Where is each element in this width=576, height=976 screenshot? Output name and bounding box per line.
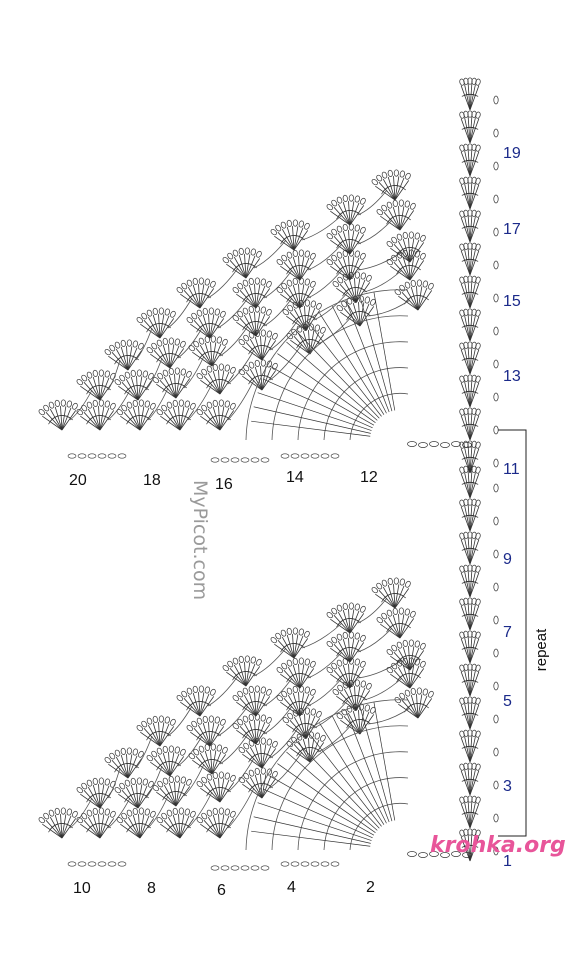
row-number-16: 16 (215, 476, 233, 493)
mypicot-watermark: MyPicot.com (189, 480, 211, 600)
krohka-watermark: krohka.org (430, 833, 566, 858)
row-number-17: 17 (503, 221, 521, 238)
row-number-3: 3 (503, 778, 512, 795)
row-number-8: 8 (147, 880, 156, 897)
row-number-15: 15 (503, 293, 521, 310)
stitch-pattern (38, 77, 499, 871)
repeat-bracket (498, 429, 527, 837)
row-number-14: 14 (286, 469, 304, 486)
row-number-19: 19 (503, 145, 521, 162)
row-number-9: 9 (503, 551, 512, 568)
row-number-13: 13 (503, 368, 521, 385)
row-number-20: 20 (69, 472, 87, 489)
row-number-1: 1 (503, 853, 512, 870)
row-number-4: 4 (287, 879, 296, 896)
row-number-6: 6 (217, 882, 226, 899)
row-number-11: 11 (503, 461, 520, 478)
row-number-7: 7 (503, 624, 512, 641)
row-number-10: 10 (73, 880, 91, 897)
row-number-18: 18 (143, 472, 161, 489)
repeat-label: repeat (533, 628, 550, 671)
row-number-12: 12 (360, 469, 378, 486)
row-number-5: 5 (503, 693, 512, 710)
row-number-2: 2 (366, 879, 375, 896)
